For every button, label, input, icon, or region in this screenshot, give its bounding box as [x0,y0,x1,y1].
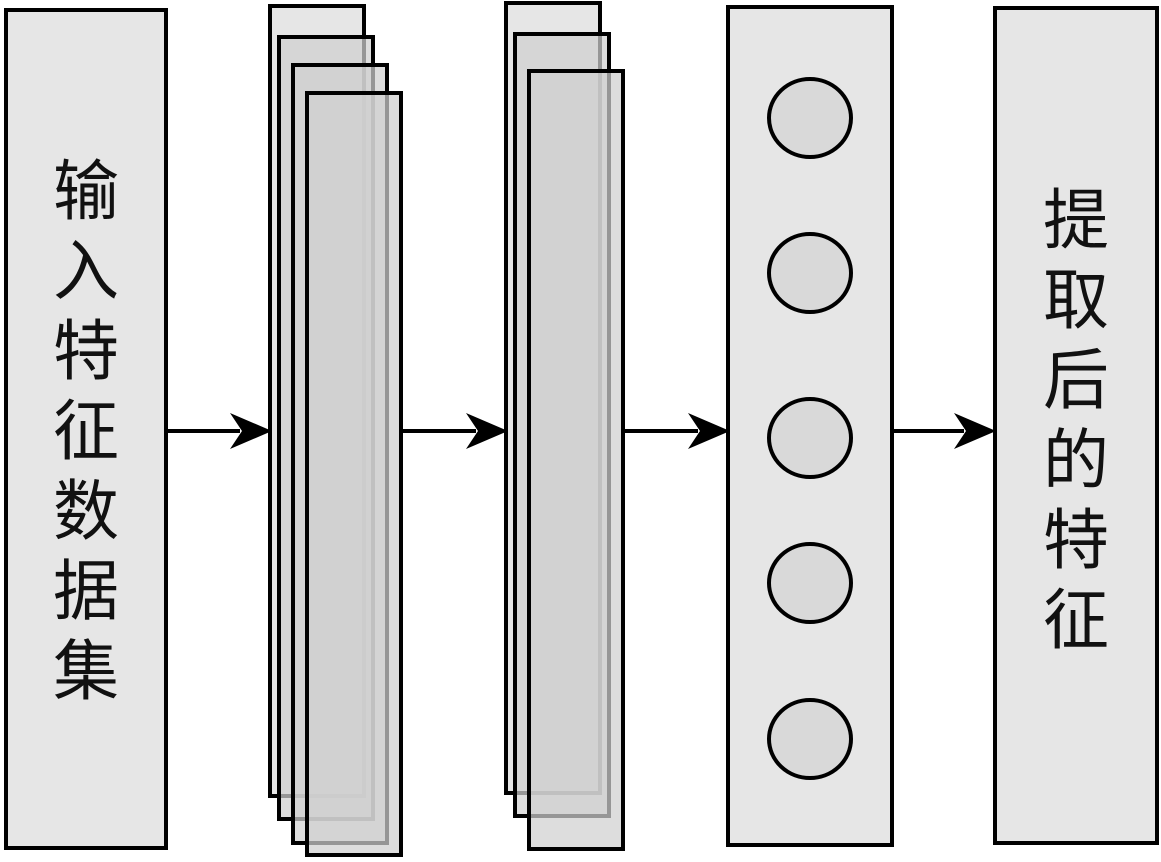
output-block: 提取后的特征 [993,6,1159,845]
neuron-5 [767,698,853,780]
output-block-box [993,6,1159,845]
input-block: 输入特征数据集 [4,8,168,850]
dense-layer [726,5,894,847]
conv1-feature-map-4 [305,91,403,857]
neuron-2 [767,232,853,314]
input-block-label: 输入特征数据集 [53,153,119,710]
arrow-dense-to-output [892,413,996,449]
arrow-input-to-conv1 [168,413,272,449]
input-block-box [4,8,168,850]
right-arrow-icon [954,413,996,449]
conv2-feature-map-3 [527,69,625,851]
output-block-label: 提取后的特征 [1043,182,1109,659]
right-arrow-icon [466,413,508,449]
arrow-conv1-to-conv2 [402,413,508,449]
arrow-conv2-to-dense [624,413,730,449]
conv-layer-1 [268,4,403,857]
neuron-1 [767,77,853,159]
neuron-4 [767,542,853,624]
neuron-3 [767,397,853,479]
right-arrow-icon [230,413,272,449]
right-arrow-icon [688,413,730,449]
conv-layer-2 [504,1,625,851]
